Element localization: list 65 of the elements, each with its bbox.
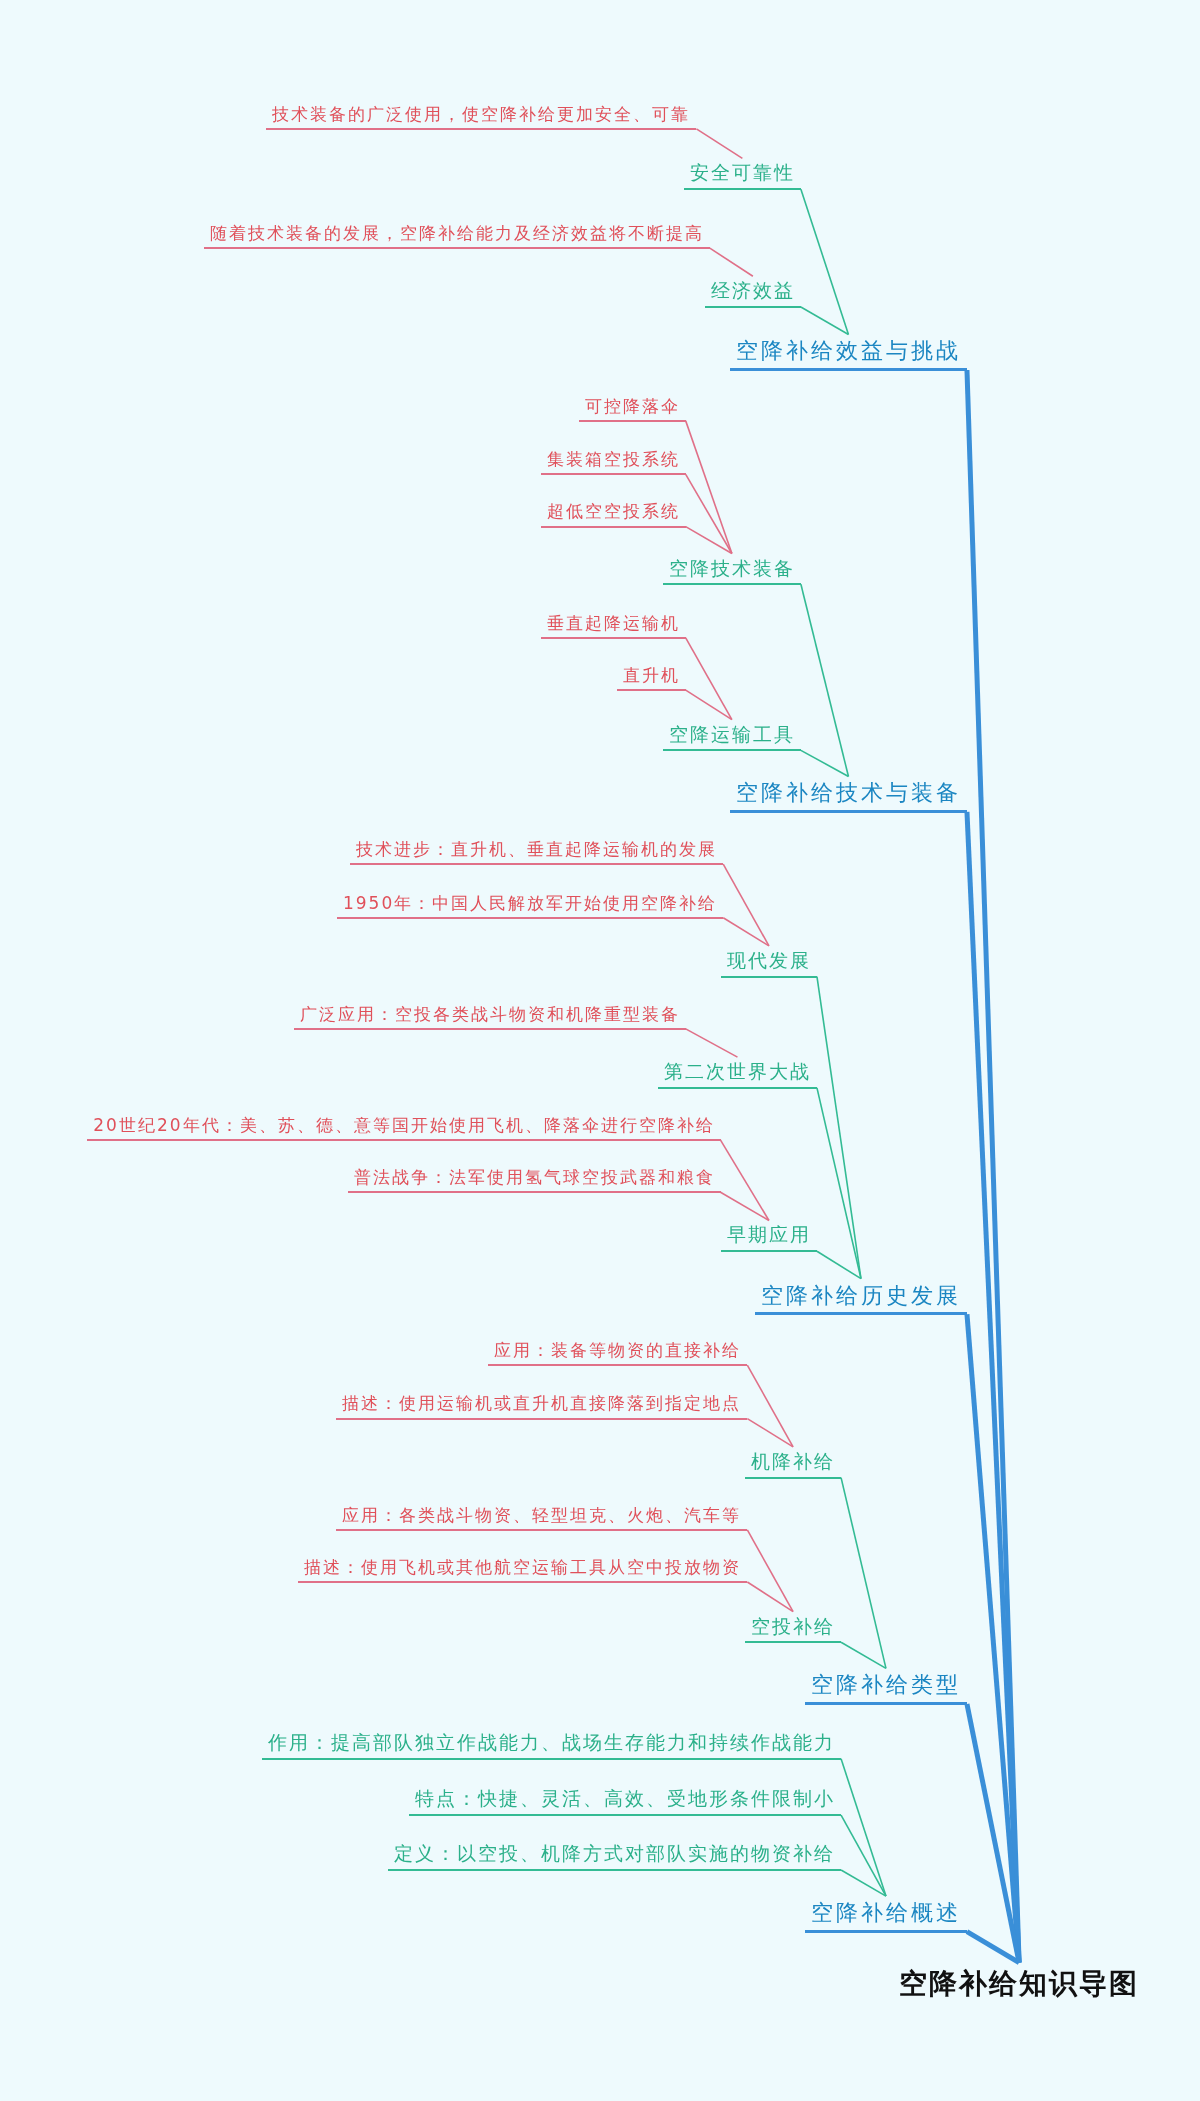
branch-topic: 技术进步：直升机、垂直起降运输机的发展 <box>350 836 724 866</box>
branch-topic: 集装箱空投系统 <box>540 447 686 476</box>
branch-topic: 描述：使用运输机或直升机直接降落到指定地点 <box>336 1391 748 1420</box>
branch-topic: 机降补给 <box>745 1447 842 1479</box>
connector-line <box>964 369 1022 1963</box>
branch-topic: 早期应用 <box>720 1221 817 1253</box>
connector-line <box>964 811 1022 1963</box>
branch-topic: 20世纪20年代：美、苏、德、意等国开始使用飞机、降落伞进行空降补给 <box>87 1112 721 1142</box>
connector-line <box>746 1581 794 1613</box>
branch-topic: 空降补给历史发展 <box>754 1279 967 1316</box>
connector-line <box>684 689 733 721</box>
branch-topic: 超低空空投系统 <box>540 499 686 528</box>
branch-topic: 1950年：中国人民解放军开始使用空降补给 <box>336 890 724 919</box>
branch-topic: 随着技术装备的发展，空降补给能力及经济效益将不断提高 <box>203 220 710 250</box>
root-topic: 空降补给知识导图 <box>893 1963 1146 2004</box>
connector-line <box>722 916 770 947</box>
connector-line <box>719 1191 770 1222</box>
connector-line <box>840 1814 887 1897</box>
connector-line <box>746 1364 794 1448</box>
branch-topic: 普法战争：法军使用氢气球空投武器和粮食 <box>347 1165 721 1194</box>
branch-topic: 安全可靠性 <box>683 159 801 191</box>
branch-topic: 空降补给效益与挑战 <box>729 335 967 371</box>
branch-topic: 空降补给类型 <box>804 1669 967 1705</box>
connector-line <box>684 637 733 721</box>
branch-topic: 空投补给 <box>745 1612 842 1644</box>
connector-line <box>746 1529 794 1613</box>
connector-line <box>800 188 850 336</box>
connector-line <box>816 1250 862 1280</box>
branch-topic: 第二次世界大战 <box>657 1058 817 1089</box>
branch-topic: 描述：使用飞机或其他航空运输工具从空中投放物资 <box>298 1554 748 1584</box>
connector-line <box>800 306 850 336</box>
branch-topic: 空降技术装备 <box>662 554 801 586</box>
connector-line <box>965 1929 1021 1965</box>
branch-topic: 现代发展 <box>720 946 817 978</box>
connector-line <box>684 525 733 555</box>
connector-line <box>816 1087 862 1280</box>
branch-topic: 垂直起降运输机 <box>540 610 686 639</box>
connector-line <box>722 863 770 947</box>
branch-topic: 作用：提高部队独立作战能力、战场生存能力和持续作战能力 <box>262 1729 842 1760</box>
branch-topic: 空降补给技术与装备 <box>729 777 967 813</box>
branch-topic: 空降运输工具 <box>662 720 801 752</box>
branch-topic: 可控降落伞 <box>578 393 686 422</box>
branch-topic: 广泛应用：空投各类战斗物资和机降重型装备 <box>293 1001 686 1030</box>
connector-line <box>709 247 754 278</box>
connector-line <box>840 1869 887 1897</box>
connector-line <box>695 128 744 160</box>
connector-line <box>684 1028 739 1058</box>
branch-topic: 定义：以空投、机降方式对部队实施的物资补给 <box>388 1840 842 1871</box>
branch-topic: 直升机 <box>616 662 686 692</box>
connector-line <box>746 1417 794 1448</box>
branch-topic: 技术装备的广泛使用，使空降补给更加安全、可靠 <box>266 101 697 130</box>
connector-line <box>964 1703 1022 1964</box>
connector-line <box>840 1476 887 1670</box>
branch-topic: 应用：装备等物资的直接补给 <box>488 1337 748 1367</box>
branch-topic: 经济效益 <box>704 277 801 309</box>
connector-line <box>684 473 733 555</box>
connector-line <box>840 1641 887 1670</box>
connector-line <box>800 583 850 778</box>
connector-line <box>719 1139 770 1222</box>
branch-topic: 空降补给概述 <box>804 1897 967 1933</box>
branch-topic: 特点：快捷、灵活、高效、受地形条件限制小 <box>409 1785 842 1817</box>
connector-line <box>840 1758 887 1897</box>
connector-line <box>964 1313 1022 1963</box>
branch-topic: 应用：各类战斗物资、轻型坦克、火炮、汽车等 <box>336 1502 748 1531</box>
connector-line <box>800 749 850 778</box>
